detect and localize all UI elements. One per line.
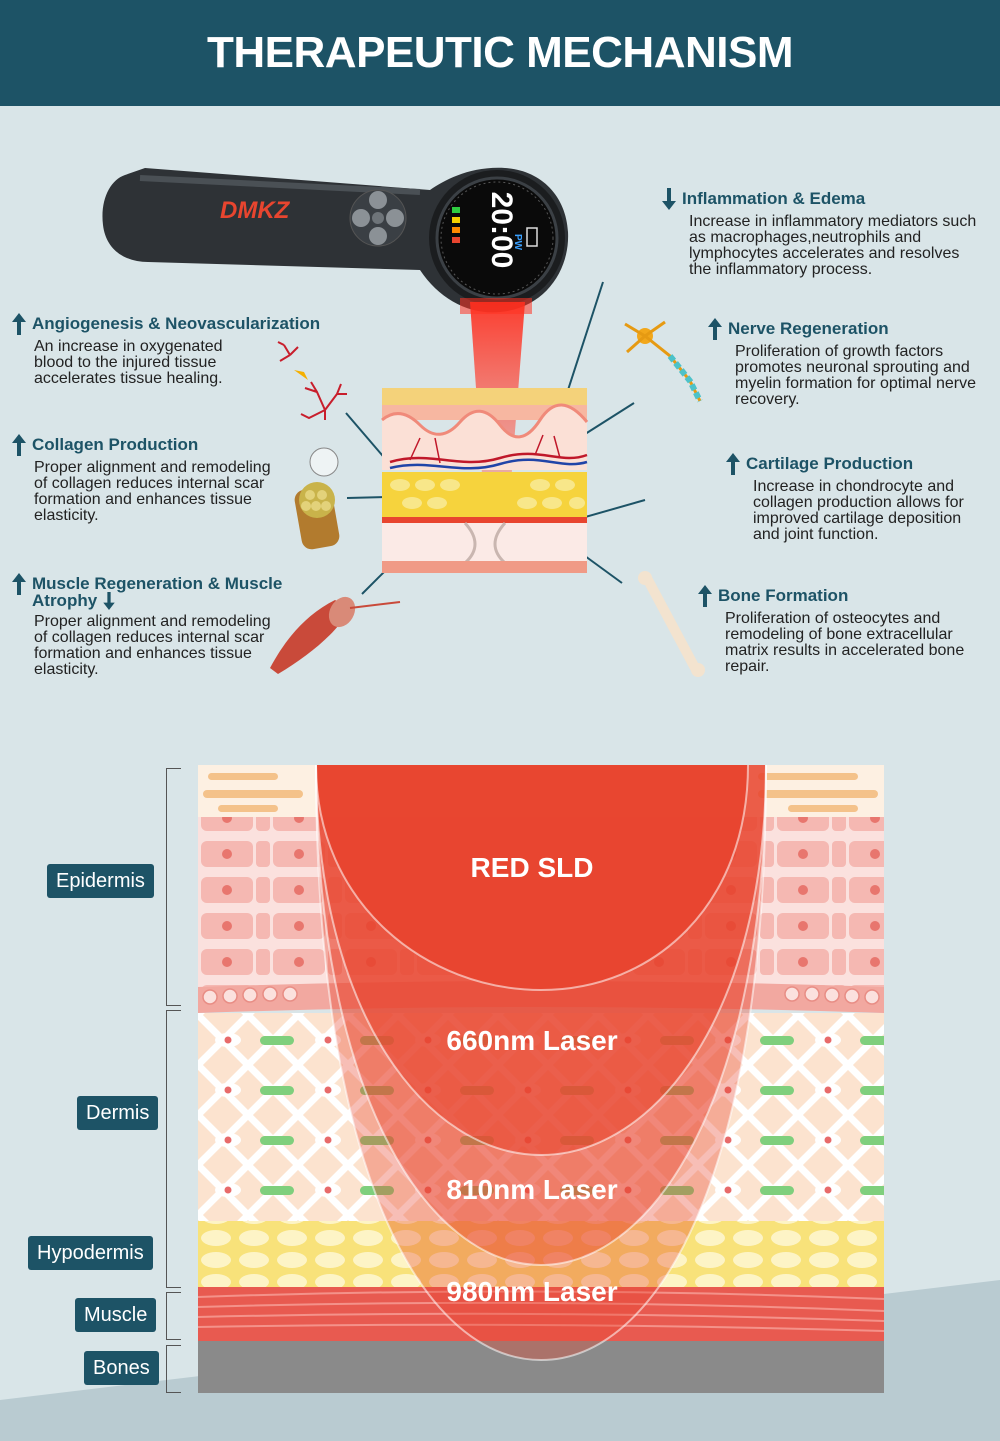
benefit-collagen: Collagen Production Proper alignment and…	[12, 434, 292, 524]
bracket-bones	[166, 1345, 181, 1393]
layer-label-epidermis: Epidermis	[47, 864, 154, 898]
device-mode-label: PW	[512, 234, 523, 251]
benefit-desc: Proper alignment and remodeling of colla…	[34, 613, 271, 678]
benefit-desc: Proper alignment and remodeling of colla…	[34, 459, 271, 524]
benefit-nerve: Nerve Regeneration Proliferation of grow…	[708, 318, 988, 408]
arrow-up-icon	[12, 434, 26, 456]
device-time: 20:00	[485, 192, 518, 269]
neuron-icon	[624, 320, 703, 403]
bracket-epidermis	[166, 768, 181, 1006]
header-bar: THERAPEUTIC MECHANISM	[0, 0, 1000, 106]
arrow-up-icon	[708, 318, 722, 340]
skin-cross-section	[381, 388, 589, 573]
benefit-title: Collagen Production	[32, 435, 199, 454]
wave-label-980nm: 980nm Laser	[446, 1276, 618, 1307]
benefit-title: Bone Formation	[718, 586, 849, 605]
layer-label-dermis: Dermis	[77, 1096, 159, 1130]
arrow-up-icon	[698, 585, 712, 607]
arrow-down-icon	[103, 592, 115, 610]
wave-label-red-sld: RED SLD	[470, 852, 594, 883]
penetration-diagram	[198, 765, 884, 1393]
benefit-desc: An increase in oxygenated blood to the i…	[34, 338, 223, 387]
benefit-cartilage: Cartilage Production Increase in chondro…	[726, 453, 991, 543]
collagen-fiber-icon	[294, 447, 340, 550]
benefit-desc: Proliferation of growth factors promotes…	[735, 343, 976, 408]
benefit-title: Nerve Regeneration	[728, 319, 889, 338]
benefit-title-line1: Muscle Regeneration & Muscle	[32, 574, 283, 593]
wave-label-810nm: 810nm Laser	[446, 1174, 618, 1205]
layer-label-hypodermis: Hypodermis	[28, 1236, 153, 1270]
blood-vessel-icon	[277, 341, 347, 420]
arrow-up-icon	[12, 313, 26, 335]
benefit-title: Inflammation & Edema	[682, 189, 866, 208]
benefit-angiogenesis: Angiogenesis & Neovascularization An inc…	[12, 313, 357, 387]
muscle-icon	[270, 596, 401, 674]
bracket-muscle	[166, 1292, 181, 1340]
benefit-desc: Increase in inflammatory mediators such …	[689, 213, 977, 278]
layer-label-muscle: Muscle	[75, 1298, 157, 1332]
benefit-title: Cartilage Production	[746, 454, 914, 473]
benefit-title-line2: Atrophy	[32, 591, 98, 610]
device-brand: DMKZ	[220, 197, 291, 224]
page-title: THERAPEUTIC MECHANISM	[207, 28, 793, 77]
benefit-desc: Proliferation of osteocytes and remodeli…	[725, 610, 965, 675]
mechanism-illustration: 20:00 PW DMKZ	[102, 167, 705, 677]
bone-icon	[638, 571, 705, 677]
arrow-right-icon	[294, 370, 308, 380]
arrow-up-icon	[726, 453, 740, 475]
benefit-bone: Bone Formation Proliferation of osteocyt…	[698, 585, 993, 675]
benefit-desc: Increase in chondrocyte and collagen pro…	[753, 478, 964, 543]
laser-penetration-zones	[315, 765, 767, 1362]
arrow-down-icon	[662, 188, 676, 210]
layer-label-bones: Bones	[84, 1351, 159, 1385]
arrow-up-icon	[12, 573, 26, 595]
benefit-inflammation: Inflammation & Edema Increase in inflamm…	[662, 188, 982, 278]
benefit-title: Angiogenesis & Neovascularization	[32, 314, 321, 333]
bracket-dermis	[166, 1010, 181, 1288]
laser-device: 20:00 PW DMKZ	[102, 167, 569, 313]
wave-label-660nm: 660nm Laser	[446, 1025, 618, 1056]
